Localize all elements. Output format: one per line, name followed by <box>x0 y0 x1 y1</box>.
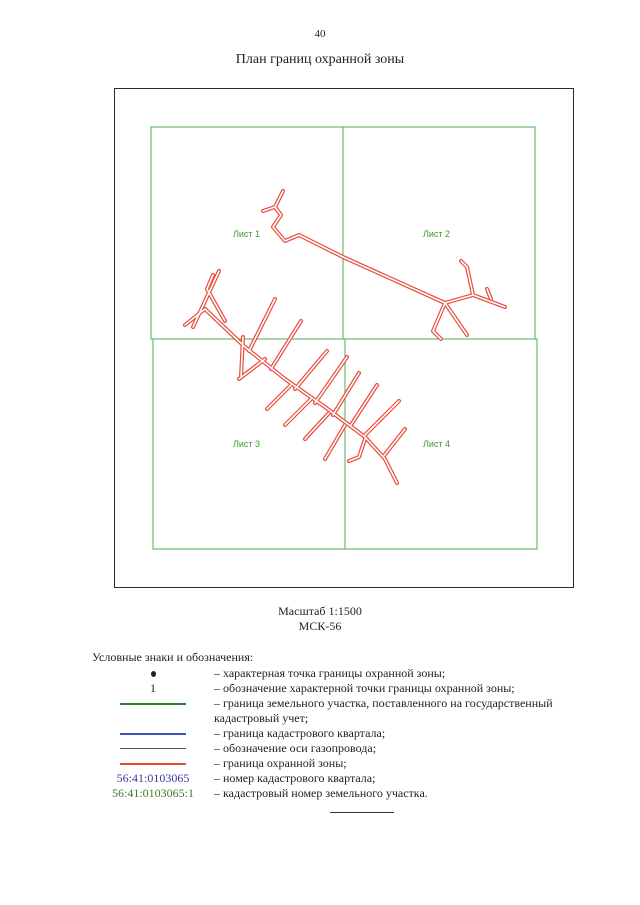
zone-upper-corridor <box>261 189 507 341</box>
legend-text: – граница земельного участка, поставленн… <box>214 696 553 725</box>
red-line-icon <box>120 762 186 765</box>
protection-zone-boundary <box>183 189 507 485</box>
legend-text: – граница кадастрового квартала; <box>214 726 386 740</box>
sheet-grid <box>150 126 538 550</box>
plan-drawing: Лист 1 Лист 2 Лист 3 Лист 4 <box>150 126 538 550</box>
green-line-icon <box>120 703 186 705</box>
gray-line-icon <box>120 748 186 749</box>
zone-lower-corridor <box>183 269 407 485</box>
legend-text: – обозначение оси газопровода; <box>214 741 377 755</box>
plan-frame: Лист 1 Лист 2 Лист 3 Лист 4 <box>114 88 574 588</box>
legend-text: – характерная точка границы охранной зон… <box>214 666 446 680</box>
legend-text: – номер кадастрового квартала; <box>214 771 376 785</box>
sheet-label-2: Лист 2 <box>423 229 450 239</box>
legend-symbol-text: 1 <box>150 681 156 695</box>
blue-line-icon <box>120 732 186 735</box>
sheet-label-3: Лист 3 <box>233 439 260 449</box>
legend-item-pipeline-axis: – обозначение оси газопровода; <box>92 741 612 756</box>
page-title: План границ охранной зоны <box>235 52 405 67</box>
legend-item-point: – характерная точка границы охранной зон… <box>92 666 612 681</box>
footer-divider <box>330 812 394 813</box>
legend-item-cadastral-quarter: – граница кадастрового квартала; <box>92 726 612 741</box>
legend-item-plot-number: 56:41:0103065:1 – кадастровый номер земе… <box>92 786 612 801</box>
legend: – характерная точка границы охранной зон… <box>92 666 612 801</box>
legend-item-point-number: 1 – обозначение характерной точки границ… <box>92 681 612 696</box>
scale-label: Масштаб 1:1500 <box>278 604 362 618</box>
legend-item-land-plot: – граница земельного участка, поставленн… <box>92 696 612 726</box>
legend-symbol-text: 56:41:0103065 <box>116 771 190 785</box>
legend-text: – граница охранной зоны; <box>214 756 347 770</box>
legend-heading: Условные знаки и обозначения: <box>92 650 254 664</box>
scale-block: Масштаб 1:1500 МСК-56 <box>0 604 640 634</box>
coordinate-system-label: МСК-56 <box>298 619 342 633</box>
sheet-label-1: Лист 1 <box>233 229 260 239</box>
zone-lower-corridor-inner <box>184 270 406 484</box>
zone-upper-corridor-inner <box>262 190 506 340</box>
page-number: 40 <box>314 28 326 40</box>
legend-item-quarter-number: 56:41:0103065 – номер кадастрового кварт… <box>92 771 612 786</box>
legend-text: – кадастровый номер земельного участка. <box>214 786 428 800</box>
sheet-label-4: Лист 4 <box>423 439 450 449</box>
point-dot-icon <box>150 670 156 677</box>
legend-symbol-text: 56:41:0103065:1 <box>111 786 194 800</box>
legend-text: – обозначение характерной точки границы … <box>214 681 515 695</box>
legend-item-protection-zone: – граница охранной зоны; <box>92 756 612 771</box>
